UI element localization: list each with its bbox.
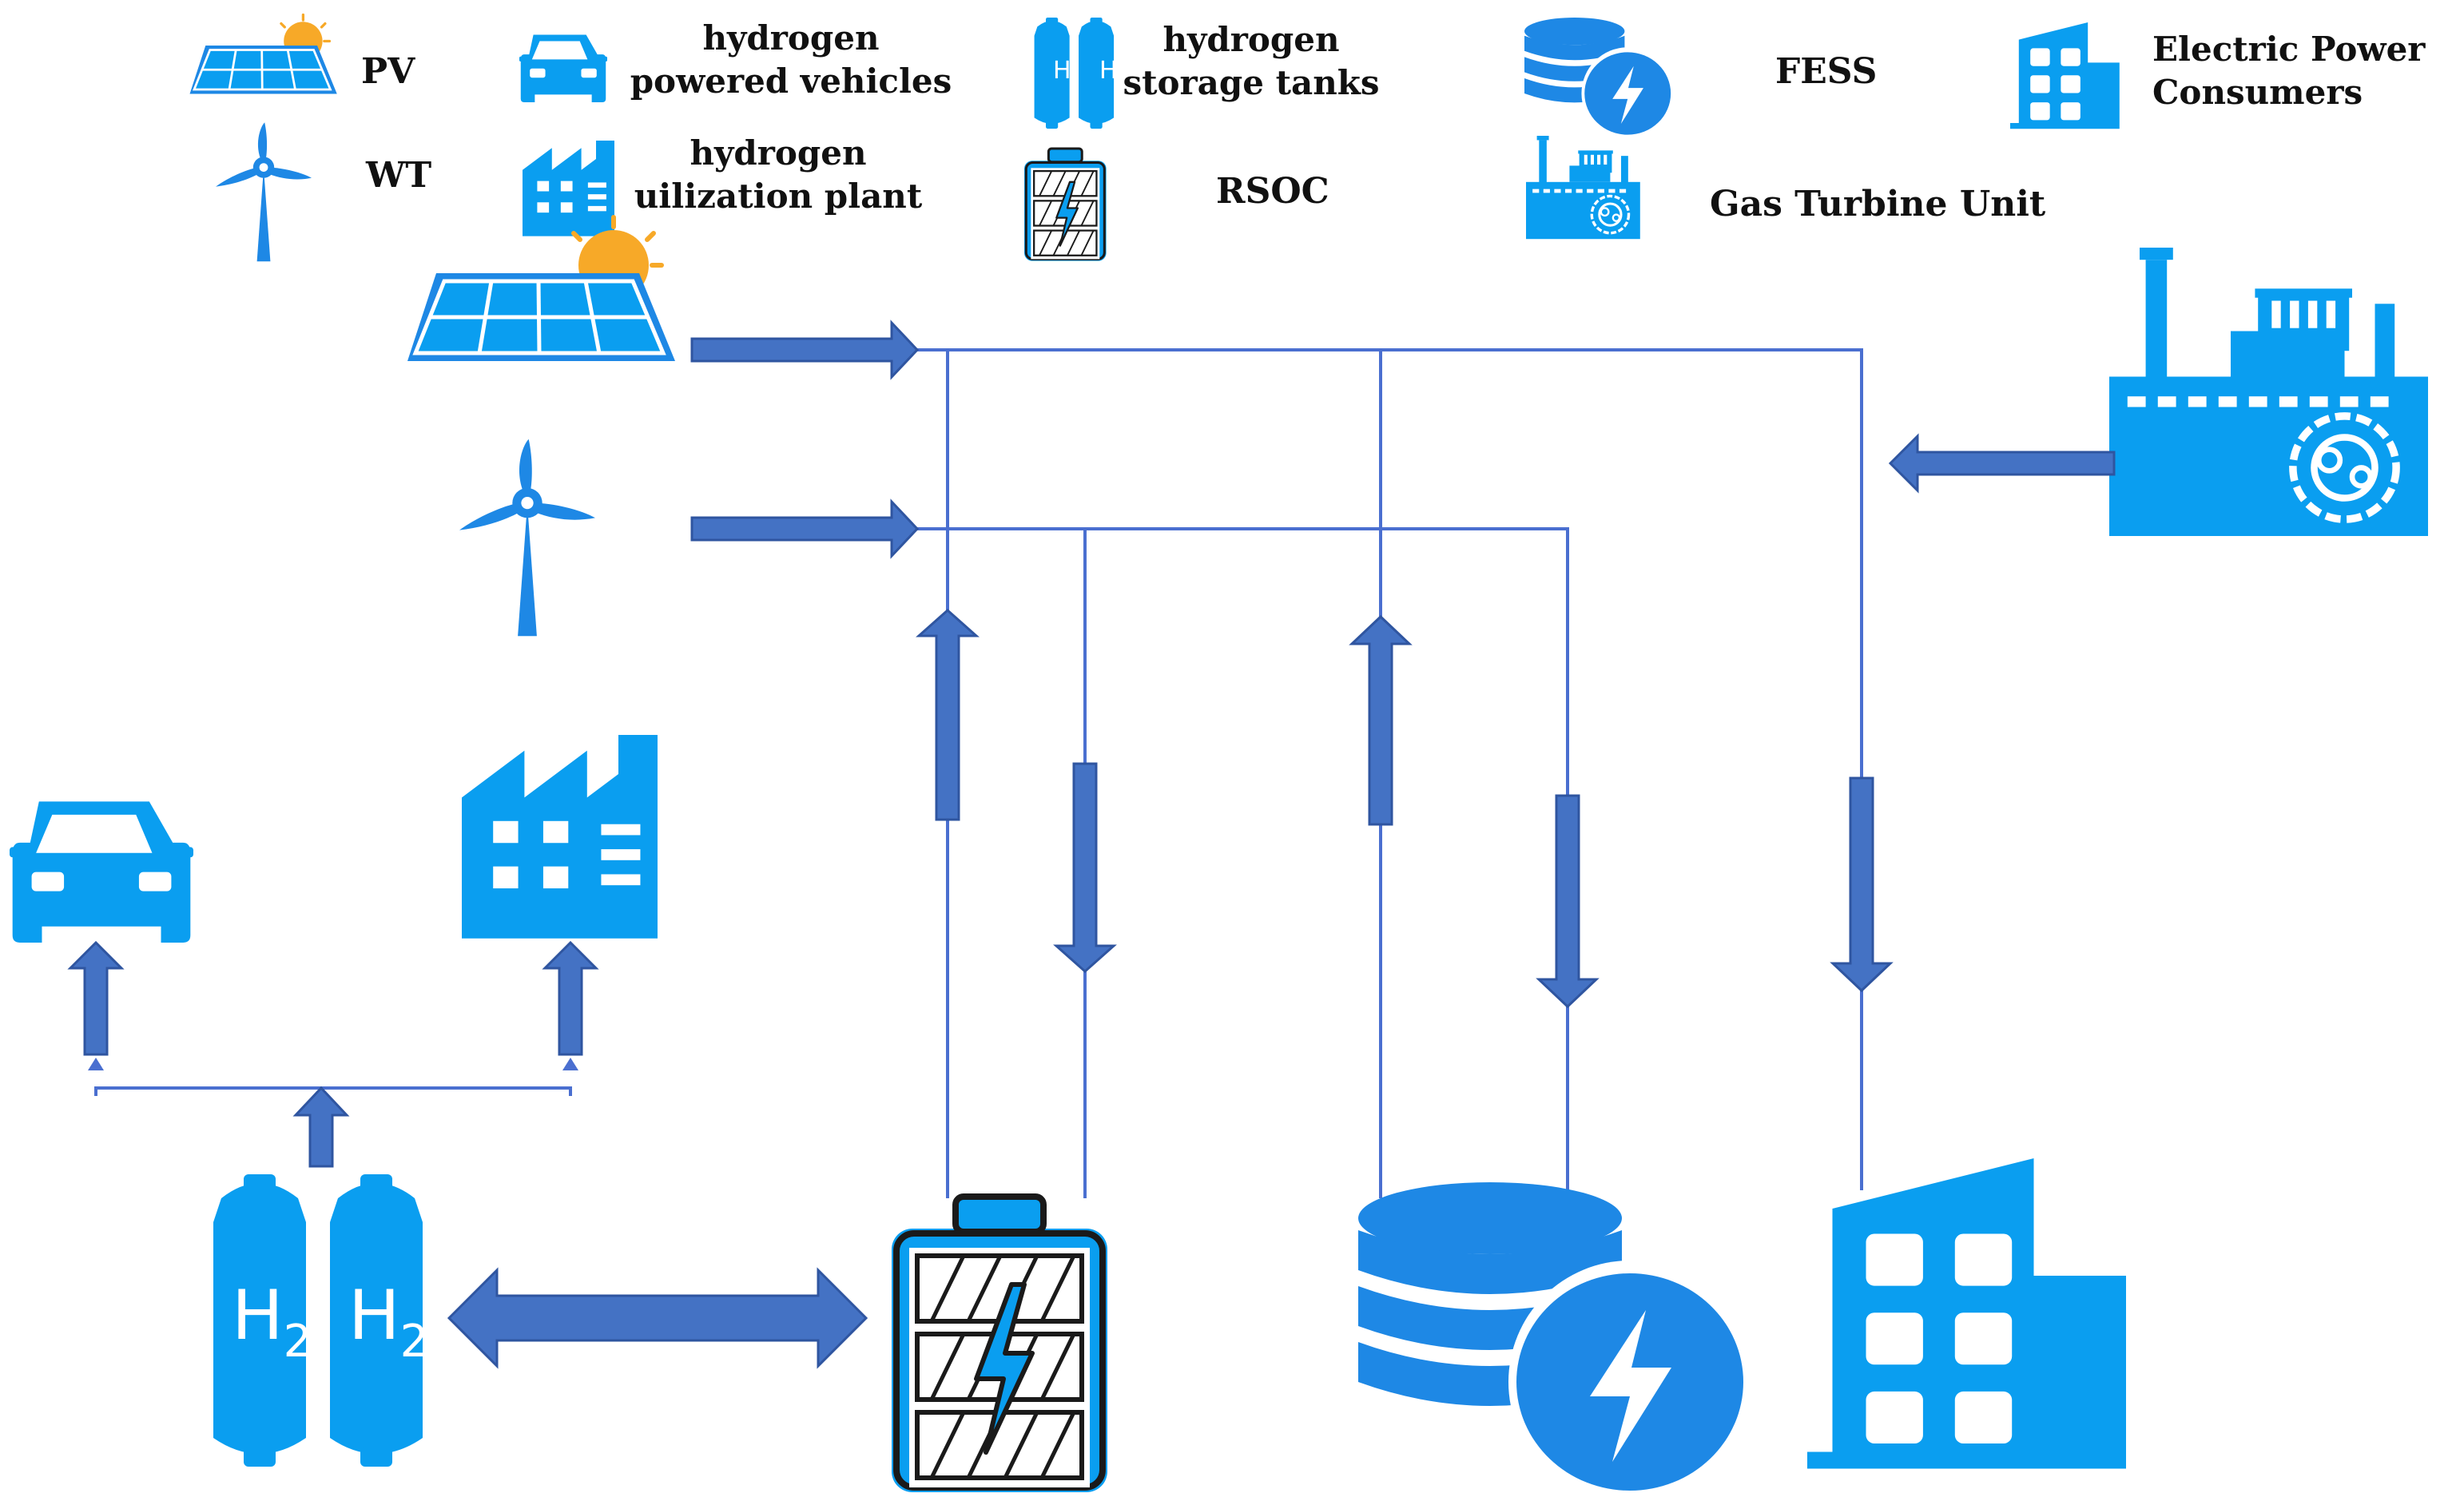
svg-text:H: H	[1053, 57, 1071, 85]
arrow-rsoc-down	[1053, 762, 1117, 974]
arrow-pv-to-bus	[690, 320, 920, 380]
legend-car-icon	[519, 34, 607, 102]
arrow-fess-down	[1536, 794, 1600, 1009]
legend-consumers-label-2: Consumers	[2152, 73, 2363, 112]
legend-rsoc-label: RSOC	[1216, 171, 1329, 212]
legend: PV WT hydrogen powered vehicles hydrogen…	[188, 13, 2426, 263]
legend-consumers-label-1: Electric Power	[2152, 30, 2426, 69]
arrow-tanks-to-split	[292, 1086, 350, 1168]
legend-wt-label: WT	[365, 155, 431, 196]
arrow-to-factory	[542, 940, 599, 1056]
legend-fess-label: FESS	[1775, 51, 1877, 92]
factory-icon	[462, 735, 658, 939]
legend-tanks-label-2: storage tanks	[1123, 63, 1379, 102]
arrow-wt-to-bus	[690, 498, 920, 559]
arrow-consumers-down	[1830, 776, 1894, 993]
fess-icon	[1358, 1182, 1751, 1501]
connection-lines	[94, 348, 1863, 1198]
arrow-gas-turbine-to-bus	[1888, 433, 2116, 494]
legend-plant-label-2: uilization plant	[634, 177, 923, 216]
gas-turbine-icon	[2109, 248, 2428, 536]
legend-pv-label: PV	[361, 51, 415, 92]
arrow-rsoc-up	[916, 608, 980, 821]
legend-h2-tanks-icon: H H	[1034, 18, 1118, 129]
legend-fess-icon	[1524, 18, 1674, 140]
tank-1-label: H2	[232, 1276, 312, 1368]
legend-rsoc-icon	[1023, 147, 1108, 263]
legend-building-icon	[2010, 22, 2120, 129]
rsoc-battery-icon	[892, 1197, 1107, 1492]
svg-text:H: H	[1099, 57, 1118, 85]
arrow-fess-up	[1349, 614, 1413, 826]
arrow-tanks-rsoc-bidirectional	[447, 1267, 868, 1369]
legend-wind-turbine-icon	[216, 122, 312, 262]
arrow-to-car	[67, 940, 125, 1056]
h2-tanks-icon: H2 H2	[213, 1174, 428, 1467]
building-icon	[1807, 1158, 2126, 1469]
legend-vehicles-label-1: hydrogen	[702, 18, 879, 58]
car-icon	[10, 801, 193, 943]
flow-arrows	[67, 320, 2116, 1369]
legend-vehicles-label-2: powered vehicles	[630, 62, 952, 101]
legend-tanks-label-1: hydrogen	[1162, 20, 1339, 59]
legend-pv-icon	[188, 13, 339, 96]
legend-plant-label-1: hydrogen	[690, 133, 866, 173]
pv-icon	[407, 217, 675, 361]
legend-gas-turbine-icon	[1524, 134, 1642, 240]
legend-factory-icon	[523, 141, 614, 236]
split-small-arrowheads	[88, 1058, 578, 1070]
wind-turbine-icon	[459, 439, 595, 637]
legend-gas-turbine-label: Gas Turbine Unit	[1710, 184, 2046, 224]
tank-2-label: H2	[348, 1276, 428, 1368]
